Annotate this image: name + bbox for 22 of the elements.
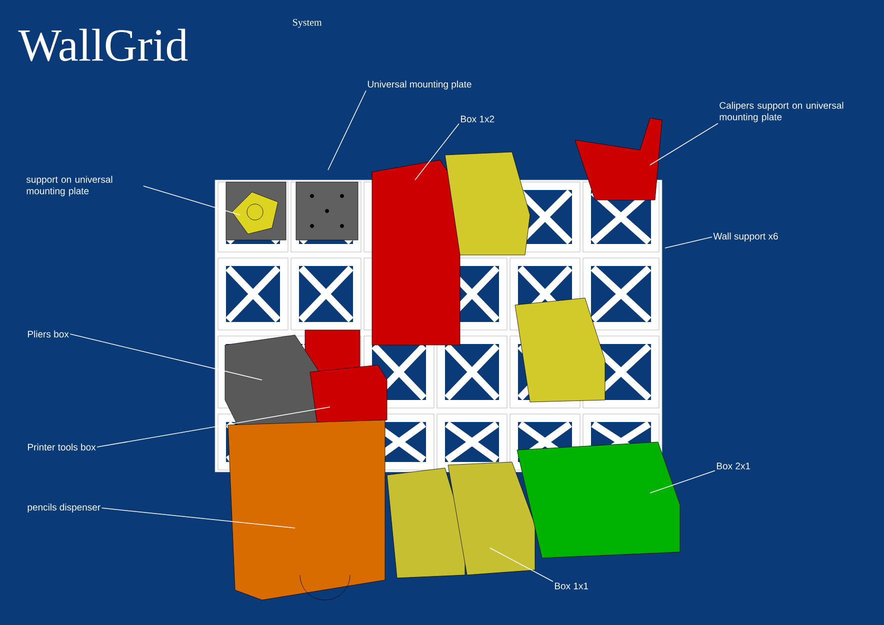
callout-text: Universal mounting plate — [368, 80, 472, 90]
leader-line — [650, 122, 718, 166]
callout-text: Wall support x6 — [713, 232, 778, 242]
title: WallGrid — [18, 28, 188, 62]
leader-line — [490, 548, 554, 582]
leader-line — [664, 236, 712, 248]
leader-line — [328, 90, 366, 170]
leader-line — [143, 186, 240, 216]
callout-text: Pliers box — [28, 330, 69, 338]
callout-text: Box 2x1 — [717, 462, 750, 470]
leader-line — [414, 123, 460, 180]
leader-line — [70, 334, 262, 380]
callout-text: Printer tools box — [28, 444, 96, 450]
leader-line — [650, 470, 716, 494]
callout-text: Box 1x2 — [461, 116, 494, 122]
callout-text: Calipers support on universal mounting plate — [720, 102, 844, 122]
callout-text: pencils dispenser — [28, 504, 100, 512]
leader-line — [101, 508, 296, 528]
subtitle: System — [293, 19, 322, 28]
leader-line — [96, 406, 330, 448]
callout-text: support on universal mounting plate — [26, 176, 112, 196]
callout-text: Box 1x1 — [555, 582, 588, 590]
